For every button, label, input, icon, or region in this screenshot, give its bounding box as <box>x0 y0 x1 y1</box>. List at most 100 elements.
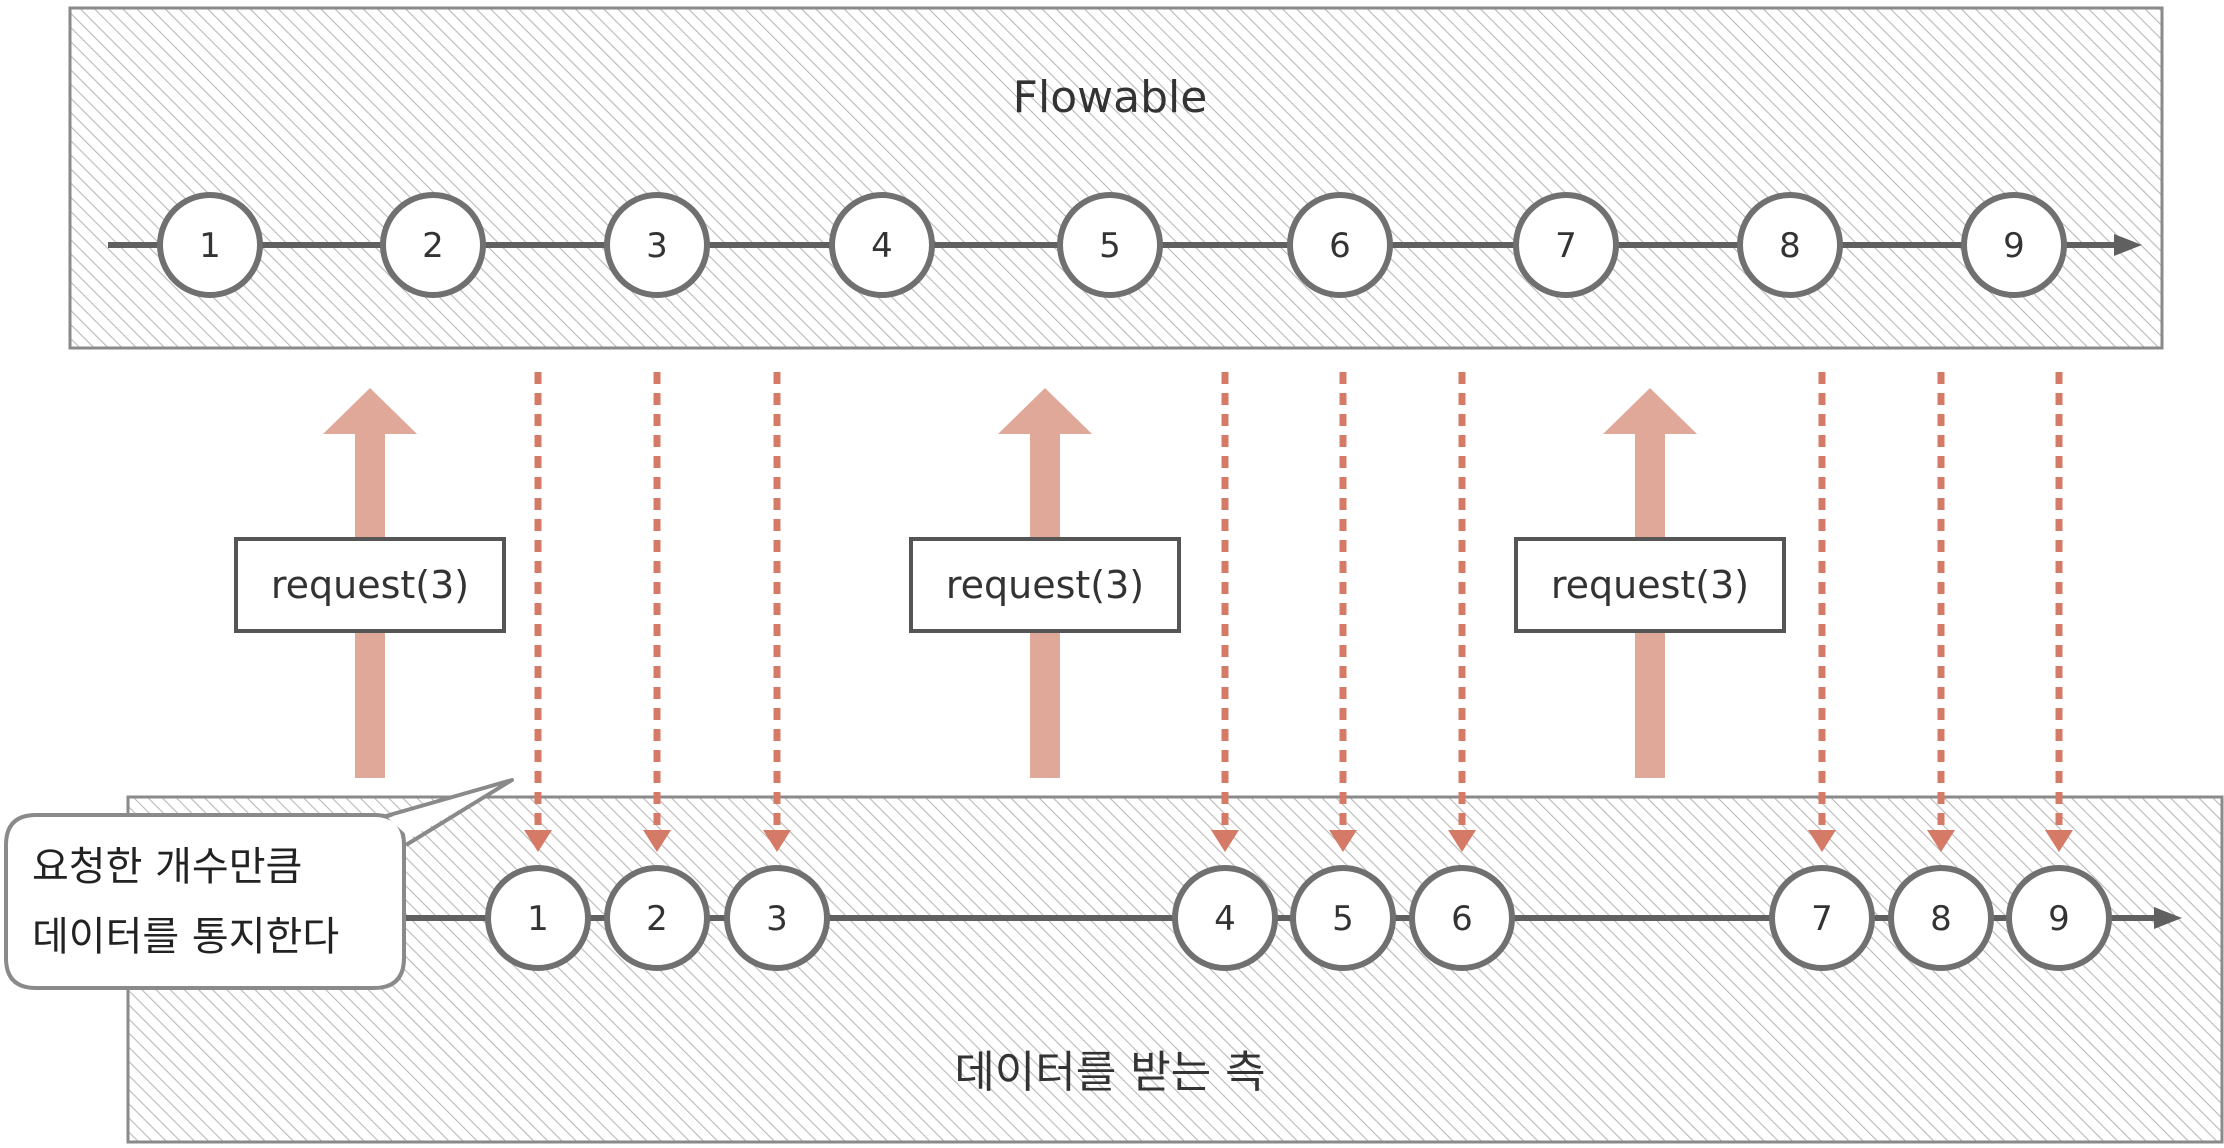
emission-arrows <box>524 372 2073 852</box>
flowable-marble-label: 4 <box>871 226 893 266</box>
subscriber-marble: 8 <box>1888 865 1994 971</box>
subscriber-marble: 2 <box>604 865 710 971</box>
flowable-timeline-arrowhead <box>2114 234 2142 256</box>
emission-arrow-head <box>1448 830 1476 852</box>
flowable-marble: 1 <box>157 192 263 298</box>
subscriber-marble: 4 <box>1172 865 1278 971</box>
request-label-box <box>909 537 1181 633</box>
emission-arrow <box>643 372 671 852</box>
request-label-box <box>1514 537 1786 633</box>
flowable-marbles: 1 2 3 4 5 6 7 8 9 <box>157 192 2067 298</box>
request-arrow: request(3) <box>234 388 506 778</box>
flowable-marble-circle <box>1287 192 1393 298</box>
subscriber-marble-label: 1 <box>527 899 549 939</box>
subscriber-marble-circle <box>1888 865 1994 971</box>
flowable-marble-label: 8 <box>1779 226 1801 266</box>
emission-arrow-head <box>2045 830 2073 852</box>
flowable-marble-label: 6 <box>1329 226 1351 266</box>
subscriber-marble-label: 2 <box>646 899 668 939</box>
request-label-box <box>234 537 506 633</box>
subscriber-marble: 6 <box>1409 865 1515 971</box>
flowable-marble: 7 <box>1513 192 1619 298</box>
request-arrows: request(3) request(3) request(3) <box>234 388 1786 778</box>
subscriber-marble-circle <box>2006 865 2112 971</box>
flowable-marble: 8 <box>1737 192 1843 298</box>
flowable-panel: Flowable 1 2 3 4 5 6 7 8 9 <box>68 6 2164 350</box>
flowable-marble-circle <box>1513 192 1619 298</box>
emission-arrow <box>1927 372 1955 852</box>
flowable-marble-circle <box>1961 192 2067 298</box>
emission-arrow <box>1448 372 1476 852</box>
emission-arrow-head <box>524 830 552 852</box>
flowable-marble: 6 <box>1287 192 1393 298</box>
request-label: request(3) <box>1551 563 1749 607</box>
flowable-marble: 3 <box>604 192 710 298</box>
flowable-marble: 2 <box>380 192 486 298</box>
emission-arrow <box>2045 372 2073 852</box>
subscriber-marble-circle <box>724 865 830 971</box>
callout: 요청한 개수만큼 데이터를 통지한다 <box>4 778 514 990</box>
subscriber-marble: 9 <box>2006 865 2112 971</box>
flowable-marble-circle <box>1737 192 1843 298</box>
request-arrow: request(3) <box>909 388 1181 778</box>
callout-line-2: 데이터를 통지한다 <box>32 914 339 960</box>
callout-line-1: 요청한 개수만큼 <box>32 844 302 890</box>
callout-pointer <box>388 780 510 838</box>
subscriber-panel: 데이터를 받는 측 1 2 3 4 5 6 7 8 9 <box>126 795 2224 1144</box>
flowable-marble-label: 9 <box>2003 226 2025 266</box>
emission-arrow <box>524 372 552 852</box>
subscriber-marble-circle <box>604 865 710 971</box>
subscriber-timeline-arrowhead <box>2154 907 2182 929</box>
request-label: request(3) <box>946 563 1144 607</box>
flowable-marble-circle <box>604 192 710 298</box>
callout-pointer-outline <box>385 778 514 847</box>
subscriber-marble-label: 6 <box>1451 899 1473 939</box>
flowable-marble-circle <box>829 192 935 298</box>
flowable-marble-label: 2 <box>422 226 444 266</box>
emission-arrow <box>763 372 791 852</box>
subscriber-marble-label: 9 <box>2048 899 2070 939</box>
flowable-title: Flowable <box>1013 72 1208 123</box>
subscriber-marbles: 1 2 3 4 5 6 7 8 9 <box>485 865 2112 971</box>
flowable-marble-label: 5 <box>1099 226 1121 266</box>
emission-arrow <box>1329 372 1357 852</box>
subscriber-marble: 3 <box>724 865 830 971</box>
emission-arrow-head <box>1927 830 1955 852</box>
emission-arrow-head <box>1211 830 1239 852</box>
request-arrow-head <box>1603 388 1697 434</box>
flowable-marble-circle <box>157 192 263 298</box>
emission-arrow-head <box>643 830 671 852</box>
emission-arrow <box>1211 372 1239 852</box>
flowable-marble-circle <box>1057 192 1163 298</box>
emission-arrow-head <box>1329 830 1357 852</box>
request-arrow-head <box>323 388 417 434</box>
flowable-marble: 9 <box>1961 192 2067 298</box>
callout-bubble <box>4 813 406 990</box>
subscriber-marble-circle <box>1290 865 1396 971</box>
flowable-marble-label: 1 <box>199 226 221 266</box>
subscriber-marble-circle <box>1172 865 1278 971</box>
subscriber-marble-circle <box>1409 865 1515 971</box>
subscriber-marble-label: 4 <box>1214 899 1236 939</box>
request-label: request(3) <box>271 563 469 607</box>
subscriber-marble: 1 <box>485 865 591 971</box>
subscriber-panel-box <box>126 795 2224 1144</box>
subscriber-marble-circle <box>485 865 591 971</box>
subscriber-marble: 5 <box>1290 865 1396 971</box>
subscriber-marble-label: 3 <box>766 899 788 939</box>
subscriber-marble-label: 5 <box>1332 899 1354 939</box>
subscriber-marble: 7 <box>1769 865 1875 971</box>
flowable-marble-label: 3 <box>646 226 668 266</box>
request-arrow-head <box>998 388 1092 434</box>
subscriber-marble-circle <box>1769 865 1875 971</box>
flowable-marble-label: 7 <box>1555 226 1577 266</box>
flowable-marble-circle <box>380 192 486 298</box>
emission-arrow <box>1808 372 1836 852</box>
flowable-marble: 4 <box>829 192 935 298</box>
request-arrow: request(3) <box>1514 388 1786 778</box>
emission-arrow-head <box>1808 830 1836 852</box>
subscriber-title: 데이터를 받는 측 <box>954 1047 1265 1098</box>
subscriber-marble-label: 7 <box>1811 899 1833 939</box>
emission-arrow-head <box>763 830 791 852</box>
